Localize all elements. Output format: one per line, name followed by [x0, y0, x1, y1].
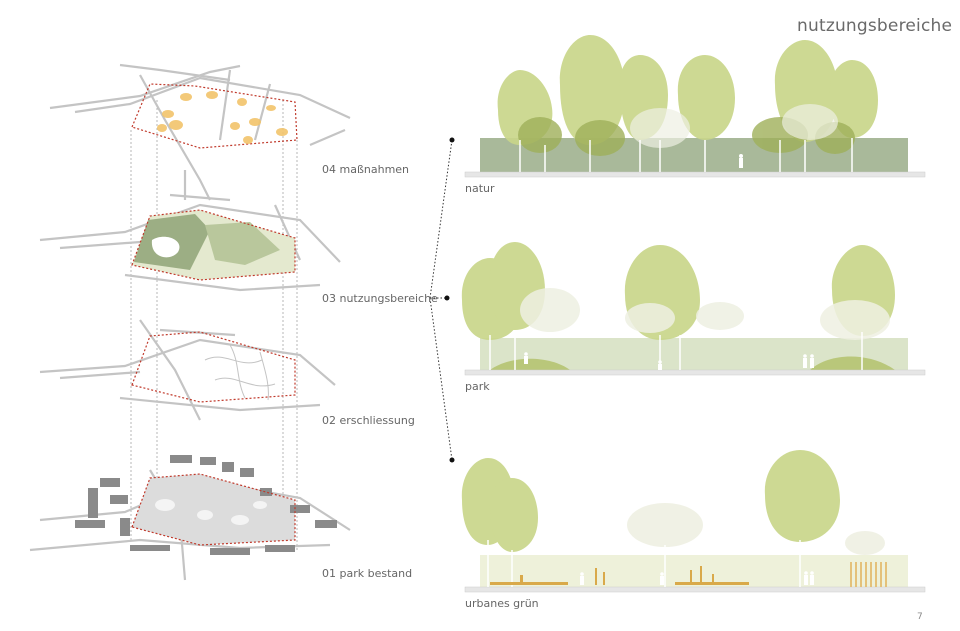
boundary-park-bestand	[131, 473, 296, 546]
boundary-massnahmen	[131, 83, 298, 149]
layer-nutzungsbereiche-map	[39, 193, 341, 292]
section-natur-illustration	[464, 35, 926, 178]
layer-erschliessung-map	[39, 319, 336, 421]
section-label-park: park	[465, 380, 490, 393]
boundary-erschliessung	[131, 331, 296, 403]
section-connector	[429, 137, 455, 463]
boundary-nutzungsbereiche	[131, 209, 296, 281]
layer-label-massnahmen: 04 maßnahmen	[322, 163, 410, 176]
vertical-connectors	[130, 100, 298, 550]
page-title: nutzungsbereiche	[797, 16, 953, 36]
section-urbanes-gruen-illustration	[461, 450, 926, 593]
layer-massnahmen-map	[49, 63, 351, 201]
section-park-illustration	[461, 242, 926, 376]
layer-label-erschliessung: 02 erschliessung	[322, 414, 415, 427]
layer-park-bestand-map	[29, 455, 351, 581]
section-label-natur: natur	[465, 182, 495, 195]
section-label-urbanes-gruen: urbanes grün	[465, 597, 539, 610]
layer-label-park-bestand: 01 park bestand	[322, 567, 413, 580]
page-number: 7	[917, 612, 923, 622]
layer-label-nutzungsbereiche: 03 nutzungsbereiche	[322, 292, 438, 305]
